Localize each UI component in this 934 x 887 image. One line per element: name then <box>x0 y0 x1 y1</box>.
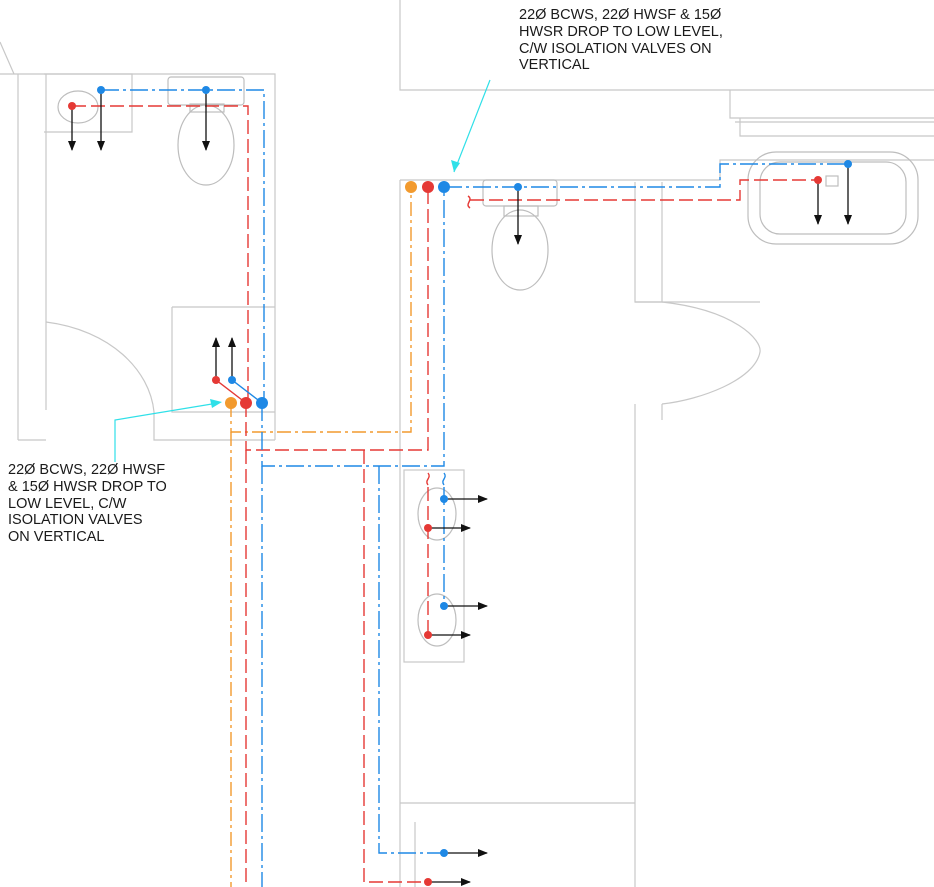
annotation-note-top: 22Ø BCWS, 22Ø HWSF & 15Ø HWSR DROP TO LO… <box>519 7 723 74</box>
drop-arrows <box>68 90 852 886</box>
sanitary-fixtures <box>57 76 919 647</box>
riser-hwsr-right <box>405 181 417 193</box>
riser-hwsf-right <box>422 181 434 193</box>
riser-bcws-left <box>256 397 268 409</box>
pipework <box>72 89 848 887</box>
annotation-note-left: 22Ø BCWS, 22Ø HWSF & 15Ø HWSR DROP TO LO… <box>8 462 167 546</box>
connection-points <box>68 86 852 886</box>
annotation-leaders <box>114 79 491 462</box>
riser-bcws-right <box>438 181 450 193</box>
riser-hwsr-left <box>225 397 237 409</box>
riser-hwsf-left <box>240 397 252 409</box>
